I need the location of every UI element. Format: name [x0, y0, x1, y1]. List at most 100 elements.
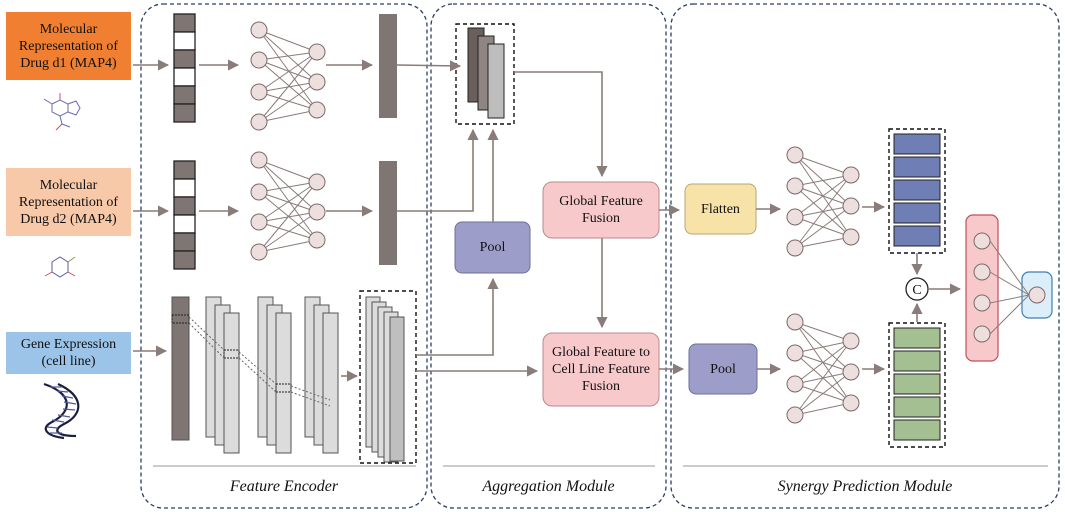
- network-node: [308, 43, 326, 61]
- network-edge: [258, 191, 318, 241]
- network-edge: [258, 181, 318, 193]
- network-node: [842, 228, 860, 246]
- network-node: [250, 21, 268, 39]
- network-edge: [794, 154, 852, 176]
- network-edge: [258, 59, 318, 83]
- network-edge: [258, 181, 318, 253]
- network-edge: [258, 51, 318, 61]
- output-hidden-layer: [965, 214, 999, 362]
- network-node: [308, 231, 326, 249]
- mlp-drug2: [250, 151, 326, 261]
- drug1-input-label: Molecular Representation of Drug d1 (MAP…: [18, 21, 119, 71]
- gene-cnn: [171, 296, 339, 454]
- network-node: [786, 313, 804, 331]
- network-edge: [258, 159, 318, 241]
- stacked-drug-features: [455, 23, 515, 125]
- network-edge: [794, 321, 852, 342]
- network-node: [308, 203, 326, 221]
- network-edge: [258, 81, 318, 123]
- dna-icon: [43, 382, 80, 440]
- network-node: [786, 146, 804, 164]
- network-edge: [794, 236, 852, 249]
- drug1-input-box: [6, 12, 131, 80]
- network-edge: [794, 174, 852, 249]
- drug1-fingerprint-vector: [173, 13, 196, 123]
- network-edge: [258, 181, 318, 223]
- gene-feature-maps: [359, 290, 417, 464]
- output-hidden-nodes: [973, 232, 991, 343]
- pool-syn-label: Pool: [710, 361, 736, 377]
- network-node: [308, 173, 326, 191]
- network-edge: [794, 340, 852, 354]
- network-edge: [258, 159, 318, 183]
- gene-input-label: Gene Expression (cell line): [20, 337, 117, 369]
- cellline-fusion-label: Global Feature to Cell Line Feature Fusi…: [552, 345, 650, 394]
- pool-agg-label: Pool: [479, 240, 506, 255]
- drug2-input-box: [6, 168, 131, 236]
- drug2-fingerprint-vector: [173, 160, 196, 270]
- network-node: [786, 177, 804, 195]
- mlp-flatten: [786, 146, 860, 257]
- network-edge: [258, 51, 318, 123]
- network-node: [786, 344, 804, 362]
- feature-encoder-frame: [140, 3, 428, 509]
- network-edge: [258, 91, 318, 111]
- network-node: [842, 197, 860, 215]
- synergy-frame: [670, 3, 1060, 509]
- network-edge: [258, 29, 318, 53]
- section-title-synergy: Synergy Prediction Module: [777, 478, 953, 495]
- mlp-pool: [786, 313, 860, 424]
- network-node: [308, 73, 326, 91]
- network-edge: [794, 340, 852, 385]
- drug1-embedding-bar: [379, 14, 397, 118]
- drug2-embedding-bar: [379, 161, 397, 265]
- network-edge: [258, 159, 318, 213]
- network-edge: [258, 51, 318, 93]
- network-edge: [258, 211, 318, 253]
- network-node: [308, 101, 326, 119]
- network-node: [842, 332, 860, 350]
- mlp-drug1: [250, 21, 326, 131]
- network-node: [786, 239, 804, 257]
- molecule-icon: [44, 256, 76, 278]
- concat-label: C: [912, 283, 921, 298]
- network-edge: [794, 340, 852, 416]
- aggregation-frame: [430, 3, 667, 509]
- network-node: [842, 394, 860, 412]
- network-edge: [794, 402, 852, 416]
- gene-input-box: [6, 332, 131, 374]
- network-edge: [258, 29, 318, 111]
- network-node: [250, 183, 268, 201]
- network-edge: [794, 174, 852, 187]
- network-edge: [258, 109, 318, 123]
- drug-pair-embedding: [888, 128, 946, 254]
- flow-arrows: [133, 59, 962, 382]
- network-node: [250, 113, 268, 131]
- network-node: [250, 151, 268, 169]
- network-edge: [794, 371, 852, 416]
- network-edge: [258, 221, 318, 241]
- flatten-label: Flatten: [701, 201, 740, 217]
- molecule-icon: [43, 93, 81, 131]
- global-fusion-label: Global Feature Fusion: [559, 194, 643, 226]
- network-node: [250, 243, 268, 261]
- network-node: [786, 208, 804, 226]
- network-edge: [794, 205, 852, 249]
- network-node: [786, 406, 804, 424]
- network-node: [250, 51, 268, 69]
- network-edge: [258, 59, 318, 111]
- output-edges: [989, 240, 1030, 335]
- cellline-embedding: [888, 322, 946, 448]
- network-node: [250, 83, 268, 101]
- drug2-input-label: Molecular Representation of Drug d2 (MAP…: [18, 177, 119, 227]
- network-edge: [794, 174, 852, 218]
- network-node: [842, 363, 860, 381]
- output-node: [1028, 286, 1046, 304]
- network-node: [250, 213, 268, 231]
- section-title-aggregation: Aggregation Module: [482, 478, 615, 495]
- network-node: [842, 166, 860, 184]
- section-title-encoder: Feature Encoder: [229, 478, 339, 495]
- network-node: [786, 375, 804, 393]
- network-edge: [258, 239, 318, 253]
